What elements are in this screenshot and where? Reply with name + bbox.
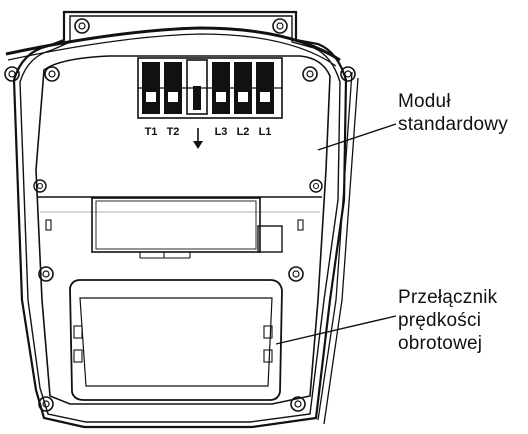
callout-line: prędkości (398, 310, 482, 331)
terminal-label-l1: L1 (259, 126, 272, 138)
terminal-label-l2: L2 (237, 126, 250, 138)
screw (340, 66, 356, 82)
screw (302, 66, 318, 82)
earth-arrow-icon (193, 128, 203, 149)
housing-outline (5, 10, 359, 429)
terminal-label-t2: T2 (167, 126, 180, 138)
screw (33, 179, 47, 193)
screw (4, 66, 20, 82)
terminal-label-l3: L3 (215, 126, 228, 138)
callout-standard-module: Moduł standardowy (398, 90, 508, 136)
screw (74, 18, 90, 34)
screw (309, 179, 323, 193)
screws (4, 18, 356, 412)
callout-line: obrotowej (398, 333, 483, 354)
screw (38, 396, 54, 412)
terminal (212, 62, 230, 114)
module-band (38, 196, 322, 259)
terminal (256, 62, 274, 114)
terminal (234, 62, 252, 114)
terminal-label-t1: T1 (145, 126, 158, 138)
speed-switch-compartment (69, 279, 283, 401)
callout-speed-switch: Przełącznik prędkości obrotowej (398, 286, 497, 355)
screw (290, 396, 306, 412)
screw (38, 266, 54, 282)
terminal-labels: T1 T2 L3 L2 L1 (145, 126, 272, 138)
screw (44, 66, 60, 82)
screw (272, 18, 288, 34)
terminal (164, 62, 182, 114)
leader-line-standard-module (317, 123, 397, 151)
screw (288, 266, 304, 282)
terminal-earth (186, 59, 208, 115)
leader-line-speed-switch (275, 315, 397, 345)
terminal-block (137, 57, 283, 119)
terminal (142, 62, 160, 114)
callout-line: Przełącznik (398, 287, 498, 308)
callout-line: Moduł (398, 91, 451, 112)
callout-line: standardowy (398, 114, 508, 135)
